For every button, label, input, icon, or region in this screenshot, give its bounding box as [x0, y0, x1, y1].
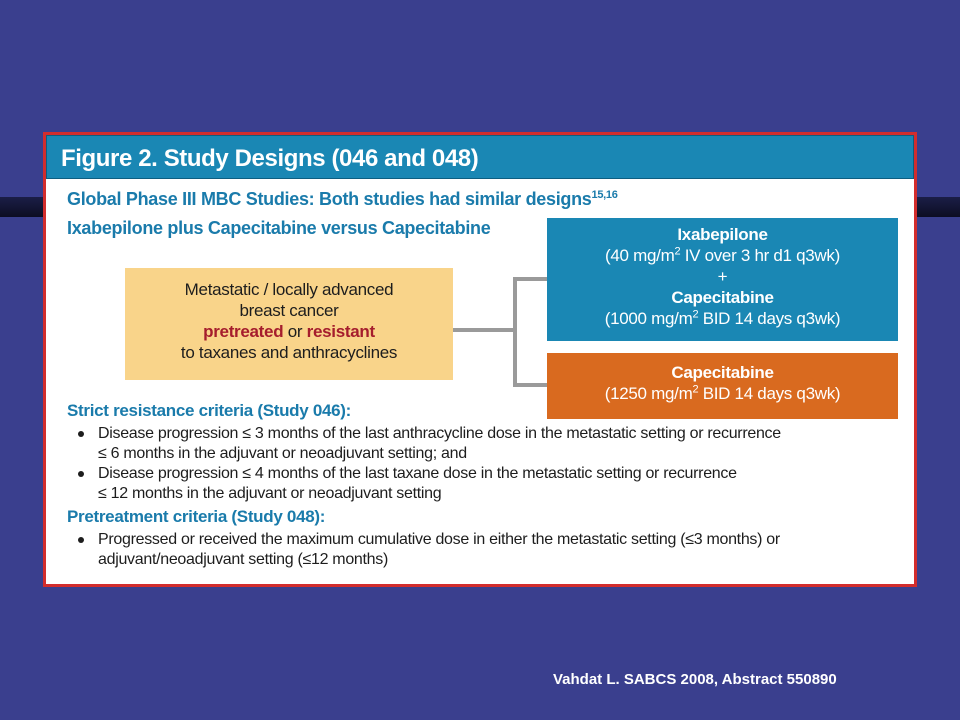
dose-exponent: 2 — [692, 383, 699, 396]
connector-to-monotherapy — [513, 383, 547, 387]
figure-subtitle: Global Phase III MBC Studies: Both studi… — [67, 189, 618, 210]
capecitabine-combo-dose: (1000 mg/m2 BID 14 days q3wk) — [547, 308, 898, 329]
drug-capecitabine-mono: Capecitabine — [671, 363, 774, 382]
dose-text: BID 14 days q3wk) — [698, 384, 841, 403]
subtitle-reference: 15,16 — [591, 189, 618, 201]
dose-text: IV over 3 hr d1 q3wk) — [680, 246, 841, 265]
dose-text: (1250 mg/m — [604, 384, 693, 403]
pretreatment-criteria-list: Progressed or received the maximum cumul… — [67, 530, 867, 570]
subtitle-text: Global Phase III MBC Studies: Both studi… — [67, 189, 592, 209]
criterion-line: Disease progression ≤ 3 months of the la… — [98, 425, 781, 442]
connector-to-combination — [513, 277, 547, 281]
figure-frame: Figure 2. Study Designs (046 and 048) Gl… — [43, 132, 917, 587]
strict-criteria-heading: Strict resistance criteria (Study 046): — [67, 401, 352, 420]
resistant-label: resistant — [306, 322, 375, 341]
citation: Vahdat L. SABCS 2008, Abstract 550890 — [553, 671, 837, 688]
criterion-line: adjuvant/neoadjuvant setting (≤12 months… — [98, 551, 389, 568]
criterion-line: ≤ 6 months in the adjuvant or neoadjuvan… — [98, 445, 467, 462]
or-label: or — [283, 322, 307, 341]
strict-criteria-list: Disease progression ≤ 3 months of the la… — [67, 424, 867, 504]
criterion-line: Disease progression ≤ 4 months of the la… — [98, 465, 737, 482]
list-item: Progressed or received the maximum cumul… — [67, 530, 867, 570]
capecitabine-mono-dose: (1250 mg/m2 BID 14 days q3wk) — [547, 383, 898, 404]
combination-arm-box: Ixabepilone (40 mg/m2 IV over 3 hr d1 q3… — [547, 218, 898, 341]
dose-exponent: 2 — [674, 245, 681, 258]
list-item: Disease progression ≤ 4 months of the la… — [67, 464, 867, 504]
ixabepilone-dose: (40 mg/m2 IV over 3 hr d1 q3wk) — [547, 245, 898, 266]
dose-text: (1000 mg/m — [604, 309, 693, 328]
figure-title: Figure 2. Study Designs (046 and 048) — [61, 145, 479, 172]
dose-text: (40 mg/m — [605, 246, 675, 265]
population-line-1: Metastatic / locally advanced — [184, 280, 394, 299]
criteria-section: Strict resistance criteria (Study 046): … — [67, 400, 867, 572]
pretreated-label: pretreated — [203, 322, 284, 341]
population-box: Metastatic / locally advanced breast can… — [125, 268, 453, 380]
drug-ixabepilone: Ixabepilone — [677, 225, 768, 244]
population-line-3: pretreated or resistant — [125, 321, 453, 342]
connector-horizontal — [453, 328, 515, 332]
list-item: Disease progression ≤ 3 months of the la… — [67, 424, 867, 464]
criterion-line: Progressed or received the maximum cumul… — [98, 531, 780, 548]
criterion-line: ≤ 12 months in the adjuvant or neoadjuva… — [98, 485, 442, 502]
dose-text: BID 14 days q3wk) — [698, 309, 841, 328]
pretreatment-criteria-heading: Pretreatment criteria (Study 048): — [67, 507, 326, 526]
plus-sign: + — [717, 267, 728, 286]
comparison-subtitle: Ixabepilone plus Capecitabine versus Cap… — [67, 218, 491, 238]
population-line-4: to taxanes and anthracyclines — [180, 343, 398, 362]
figure-header: Figure 2. Study Designs (046 and 048) — [46, 135, 914, 179]
monotherapy-arm-box: Capecitabine (1250 mg/m2 BID 14 days q3w… — [547, 353, 898, 419]
population-line-2: breast cancer — [239, 301, 339, 320]
dose-exponent: 2 — [692, 308, 699, 321]
connector-vertical — [513, 277, 517, 387]
drug-capecitabine: Capecitabine — [671, 288, 774, 307]
